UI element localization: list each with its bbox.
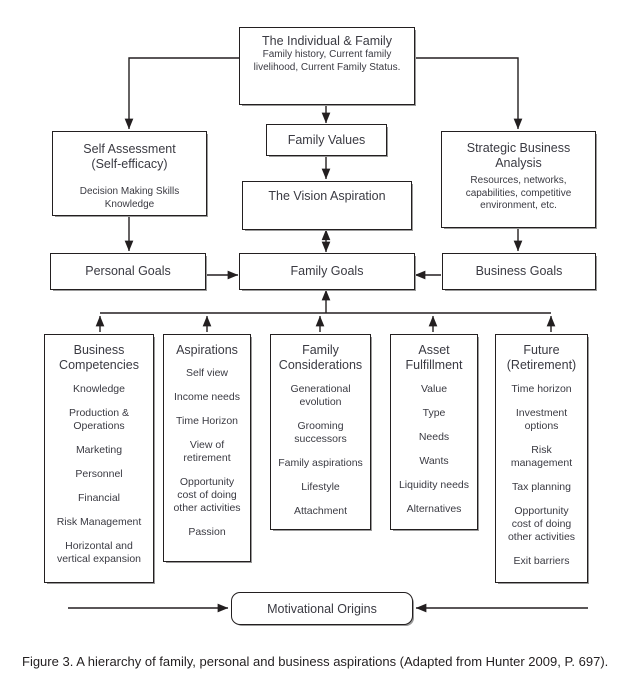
list-item: Passion: [188, 526, 226, 538]
column-header-line2: Fulfillment: [405, 358, 463, 372]
list-item: Value: [420, 383, 448, 395]
business-goals-label: Business Goals: [475, 264, 563, 278]
column-aspirations: Aspirations Self view Income needs Time …: [163, 334, 251, 562]
list-item: Financial: [77, 492, 121, 504]
list-item: Risk management: [510, 444, 573, 469]
list-item: Self view: [185, 367, 228, 379]
list-item: Generational evolution: [290, 383, 351, 408]
list-item: Attachment: [293, 505, 348, 517]
column-header-line1: Family: [302, 343, 339, 357]
box-self-assessment: Self Assessment (Self-efficacy) Decision…: [52, 131, 207, 216]
column-header-line2: (Retirement): [506, 358, 577, 372]
list-item: Exit barriers: [513, 555, 570, 567]
list-item: Knowledge: [73, 383, 125, 395]
list-item: Opportunity cost of doing other activiti…: [507, 505, 576, 543]
list-item: Time horizon: [511, 383, 572, 395]
list-item: Wants: [419, 455, 449, 467]
family-goals-label: Family Goals: [290, 264, 364, 278]
list-item: Income needs: [174, 391, 240, 403]
individual-family-subtitle-line1: Family history, Current family: [262, 49, 392, 60]
strategic-sub-line3: environment, etc.: [480, 200, 557, 211]
individual-family-title: The Individual & Family: [262, 34, 392, 48]
column-future-retirement: Future (Retirement) Time horizon Investm…: [495, 334, 588, 583]
vision-aspiration-title: The Vision Aspiration: [268, 189, 386, 203]
list-item: Horizontal and vertical expansion: [56, 540, 142, 565]
list-item: Family aspirations: [278, 457, 363, 469]
list-item: Marketing: [75, 444, 123, 456]
family-values-title: Family Values: [287, 132, 366, 147]
box-vision-aspiration: The Vision Aspiration: [242, 181, 412, 230]
self-assessment-sub-line1: Decision Making Skills: [79, 186, 180, 197]
strategic-title-line2: Analysis: [495, 156, 542, 170]
column-header-line1: Aspirations: [176, 343, 238, 357]
motivational-origins-label: Motivational Origins: [267, 601, 377, 616]
list-item: Personnel: [75, 468, 123, 480]
list-item: Investment options: [515, 407, 568, 432]
list-item: Lifestyle: [301, 481, 340, 493]
personal-goals-label: Personal Goals: [85, 264, 171, 278]
column-asset-fulfillment: Asset Fulfillment Value Type Needs Wants…: [390, 334, 478, 530]
list-item: Tax planning: [512, 481, 571, 493]
column-header-line1: Business: [73, 343, 125, 357]
individual-family-subtitle-line2: livelihood, Current Family Status.: [253, 61, 401, 73]
strategic-sub-line1: Resources, networks,: [470, 175, 567, 186]
list-item: Needs: [418, 431, 450, 443]
box-individual-and-family: The Individual & Family Family history, …: [239, 27, 415, 105]
box-family-goals: Family Goals: [239, 253, 415, 290]
list-item: Risk Management: [56, 516, 142, 528]
self-assessment-title-line1: Self Assessment: [83, 142, 176, 156]
strategic-sub-line2: capabilities, competitive: [465, 187, 572, 199]
list-item: Time Horizon: [175, 415, 239, 427]
self-assessment-sub-line2: Knowledge: [104, 198, 155, 210]
box-strategic-business-analysis: Strategic Business Analysis Resources, n…: [441, 131, 596, 228]
box-business-goals: Business Goals: [442, 253, 596, 290]
list-item: Type: [422, 407, 446, 419]
list-item: View of retirement: [183, 439, 231, 464]
self-assessment-title-line2: (Self-efficacy): [91, 157, 168, 171]
box-family-values: Family Values: [266, 124, 387, 156]
box-personal-goals: Personal Goals: [50, 253, 206, 290]
column-header-line1: Asset: [418, 343, 450, 357]
column-family-considerations: Family Considerations Generational evolu…: [270, 334, 371, 530]
column-header-line2: Considerations: [278, 358, 363, 372]
list-item: Opportunity cost of doing other activiti…: [173, 476, 241, 514]
list-item: Grooming successors: [294, 420, 347, 445]
box-motivational-origins: Motivational Origins: [231, 592, 413, 625]
column-header-line1: Future: [523, 343, 560, 357]
strategic-title-line1: Strategic Business: [466, 141, 571, 155]
list-item: Liquidity needs: [398, 479, 470, 491]
figure-caption: Figure 3. A hierarchy of family, persona…: [22, 654, 609, 669]
column-business-competencies: Business Competencies Knowledge Producti…: [44, 334, 154, 583]
list-item: Production & Operations: [68, 407, 130, 432]
list-item: Alternatives: [406, 503, 462, 515]
column-header-line2: Competencies: [59, 358, 139, 372]
